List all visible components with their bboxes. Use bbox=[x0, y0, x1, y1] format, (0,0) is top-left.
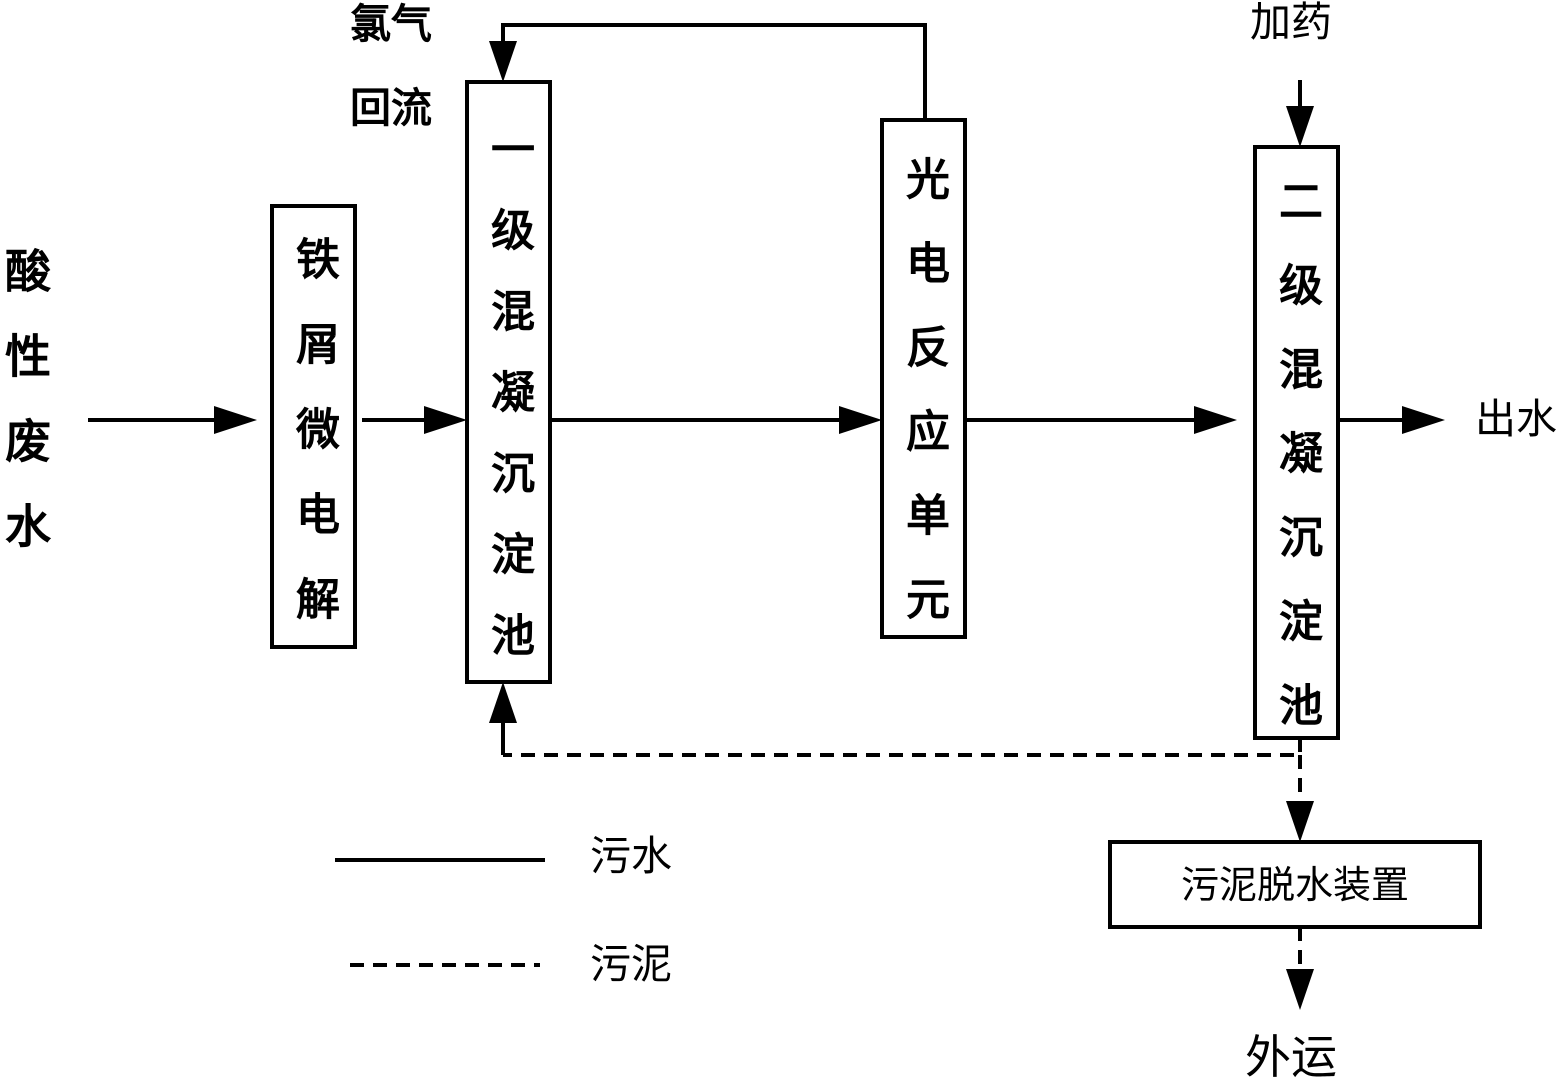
arrowhead-reflux bbox=[489, 41, 517, 82]
box-sludge-dewatering bbox=[1108, 840, 1482, 929]
arrowhead-sludge-return bbox=[489, 682, 517, 723]
box-secondary-coagulation bbox=[1253, 145, 1340, 740]
sludge-return-line bbox=[503, 738, 1302, 757]
secondary-coagulation-label: 二级混凝沉淀池 bbox=[1271, 178, 1322, 766]
arrowhead-sludge-to-dewatering bbox=[1286, 801, 1314, 842]
arrowhead-to-secondary bbox=[1194, 406, 1237, 434]
reflux-label: 回流 bbox=[350, 84, 432, 132]
legend-label-sludge: 污泥 bbox=[590, 940, 672, 988]
photoelectric-unit-label: 光电反应单元 bbox=[898, 156, 949, 660]
effluent-label: 出水 bbox=[1475, 395, 1557, 443]
reflux-line bbox=[501, 23, 927, 120]
input-label: 酸性废水 bbox=[0, 247, 52, 587]
box-primary-coagulation bbox=[465, 80, 552, 684]
legend-label-sewage: 污水 bbox=[590, 832, 672, 880]
arrowhead-to-photoelectric bbox=[839, 406, 882, 434]
arrowhead-input bbox=[214, 406, 257, 434]
chlorine-label: 氯气 bbox=[350, 0, 432, 48]
sludge-dewatering-label: 污泥脱水装置 bbox=[1180, 862, 1409, 907]
primary-coagulation-label: 一级混凝沉淀池 bbox=[483, 126, 534, 693]
arrowhead-dosing bbox=[1286, 106, 1314, 147]
iron-micro-electrolysis-label: 铁屑微电解 bbox=[288, 236, 339, 661]
dosing-label: 加药 bbox=[1250, 0, 1332, 46]
transport-label: 外运 bbox=[1245, 1030, 1337, 1084]
arrowhead-sludge-transport bbox=[1286, 969, 1314, 1010]
box-iron-micro-electrolysis bbox=[270, 204, 357, 649]
arrowhead-effluent bbox=[1402, 406, 1445, 434]
arrowhead-to-primary bbox=[424, 406, 467, 434]
